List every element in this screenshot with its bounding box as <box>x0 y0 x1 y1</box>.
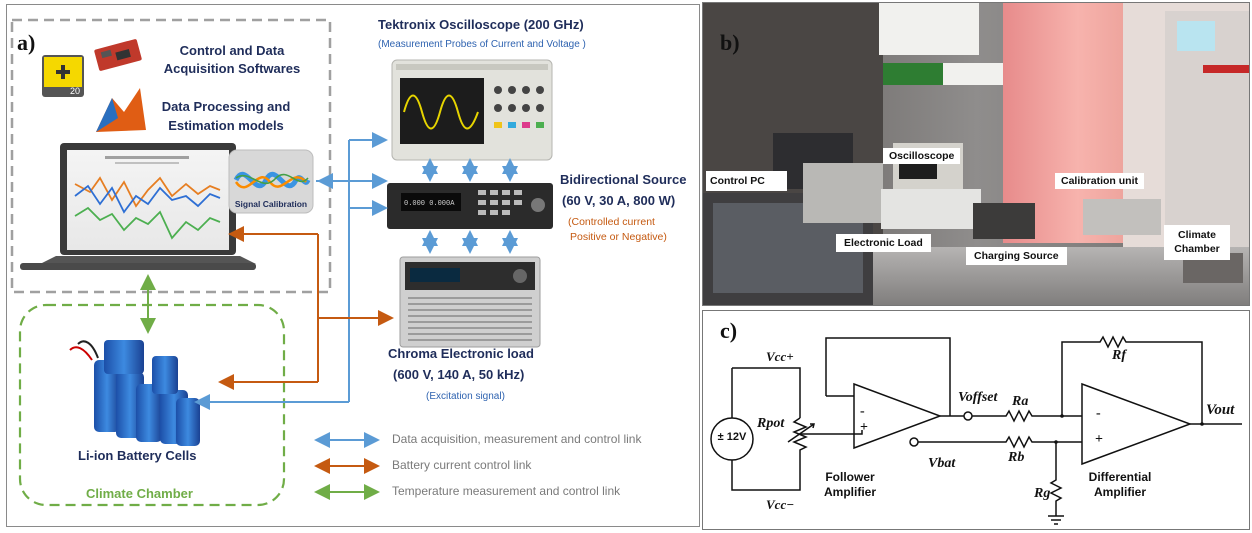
vout-label: Vout <box>1206 402 1235 418</box>
oscilloscope-icon <box>391 59 553 161</box>
signal-calibration-label: Signal Calibration <box>234 199 308 209</box>
source-sub-2: Positive or Negative) <box>570 231 667 243</box>
panel-a-diagram: 0.000 0.000A <box>10 18 553 507</box>
software-title: Control and Data Acquisition Softwares <box>163 43 301 76</box>
legend-item-blue: Data acquisition, measurement and contro… <box>392 432 642 446</box>
load-sub: (Excitation signal) <box>426 391 505 402</box>
oscilloscope-sub: (Measurement Probes of Current and Volta… <box>378 39 586 50</box>
processing-title: Data Processing and Estimation models <box>161 99 291 133</box>
load-title-1: Chroma Electronic load <box>388 346 534 361</box>
panel-b-label: b) <box>720 30 740 55</box>
battery-cells-icon <box>69 340 200 446</box>
circuit-diagram <box>710 335 1242 525</box>
minus-sign-diff: - <box>1096 406 1101 421</box>
legend-item-green: Temperature measurement and control link <box>392 484 621 498</box>
chamber-label: Climate Chamber <box>86 486 193 501</box>
callout-oscilloscope: Oscilloscope <box>883 148 961 164</box>
panel-c-label: c) <box>720 318 738 343</box>
panel-c <box>702 310 1250 530</box>
blue-links <box>194 132 518 410</box>
daq-board-icon <box>94 39 142 71</box>
labview-version: 20 <box>70 86 81 96</box>
rg-label: Rg <box>1034 486 1051 501</box>
source-sub-1: (Controlled current <box>568 216 655 228</box>
callout-charging-source: Charging Source <box>966 247 1067 265</box>
callout-electronic-load: Electronic Load <box>836 234 931 252</box>
differential-label: Differential Amplifier <box>1088 470 1152 499</box>
source-label: ± 12V <box>717 431 747 443</box>
rf-label: Rf <box>1112 348 1126 363</box>
follower-label: Follower Amplifier <box>823 470 876 499</box>
legend-item-orange: Battery current control link <box>392 458 532 472</box>
battery-label: Li-ion Battery Cells <box>78 448 197 463</box>
panel-a <box>6 4 700 527</box>
minus-sign-follower: - <box>860 404 865 419</box>
panel-a-label: a) <box>17 30 36 55</box>
ra-label: Ra <box>1012 394 1029 409</box>
bidirectional-source-icon: 0.000 0.000A <box>387 183 553 229</box>
matlab-icon <box>96 88 146 132</box>
callout-calibration: Calibration unit <box>1055 173 1144 189</box>
load-title-2: (600 V, 140 A, 50 kHz) <box>393 367 525 382</box>
voffset-label: Voffset <box>958 390 998 405</box>
source-title-2: (60 V, 30 A, 800 W) <box>562 193 676 208</box>
orange-links <box>218 226 394 390</box>
lab-photo <box>703 3 1249 305</box>
laptop-icon <box>20 143 256 270</box>
chroma-load-icon <box>399 256 541 348</box>
plus-sign-diff: + <box>1095 432 1103 447</box>
callout-climate-chamber: Climate Chamber <box>1164 225 1230 261</box>
plus-sign-follower: + <box>860 420 868 435</box>
climate-chamber-box <box>18 303 286 507</box>
legend-arrows <box>314 432 380 500</box>
rpot-label: Rpot <box>757 416 785 431</box>
panel-b-photo <box>702 2 1250 306</box>
oscilloscope-title: Tektronix Oscilloscope (200 GHz) <box>378 17 584 32</box>
callout-control-pc: Control PC <box>706 171 787 191</box>
labview-icon <box>42 55 84 97</box>
rb-label: Rb <box>1008 450 1025 465</box>
vbat-label: Vbat <box>928 456 956 471</box>
vcc-minus-label: Vcc− <box>766 497 795 512</box>
svg-text:0.000 0.000A: 0.000 0.000A <box>404 200 455 208</box>
vcc-plus-label: Vcc+ <box>766 349 794 364</box>
source-title-1: Bidirectional Source <box>560 172 687 187</box>
software-dashed-box <box>10 18 332 294</box>
